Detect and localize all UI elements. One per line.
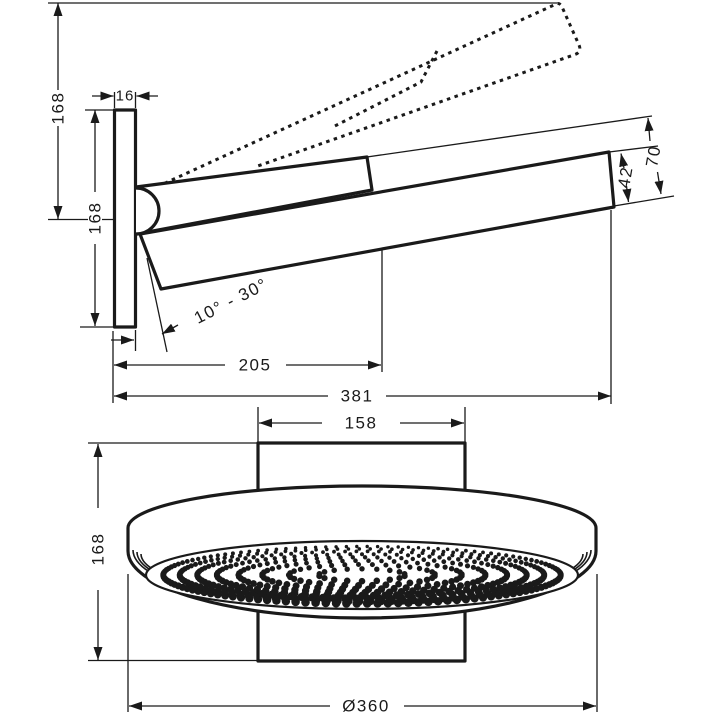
dim-label-16: 16 [116, 88, 135, 105]
front-view-extension-lines [88, 407, 598, 712]
dim-projection-381: 381 [114, 387, 611, 406]
dim-plate-depth: 16 [92, 88, 158, 105]
dim-label-158: 158 [345, 414, 378, 433]
shower-head-side-outline [138, 150, 616, 291]
raised-arm-dotted-cap [330, 50, 439, 130]
dim-label-168-plate: 168 [86, 202, 105, 235]
dim-height-top: 168 [49, 3, 68, 219]
dim-bracket-width: 158 [259, 414, 464, 433]
dim-label-205: 205 [239, 356, 272, 375]
dim-diameter: Ø360 [129, 697, 596, 716]
dim-head-thickness-42: 42 [614, 153, 637, 203]
wall-plate [112, 108, 138, 329]
pivot-joint [134, 186, 161, 236]
dim-label-168-front: 168 [89, 533, 108, 566]
dim-projection-205: 205 [114, 356, 381, 375]
spray-nozzle-dots [160, 544, 564, 608]
dim-label-diameter-360: Ø360 [342, 697, 390, 716]
dim-plate-height: 168 [86, 110, 105, 326]
dim-label-42: 42 [614, 165, 637, 190]
dim-end-total-70: 70 [642, 117, 665, 195]
dim-label-381: 381 [341, 387, 374, 406]
dim-label-168-top: 168 [49, 92, 68, 125]
dim-label-70: 70 [642, 144, 665, 169]
raised-head-dotted-outline [149, 2, 582, 192]
side-view-extension-lines [48, 2, 675, 404]
front-view: 158 168 Ø360 [88, 407, 598, 716]
dim-bracket-height: 168 [89, 444, 108, 660]
side-view: 168 168 16 205 381 [48, 2, 675, 406]
